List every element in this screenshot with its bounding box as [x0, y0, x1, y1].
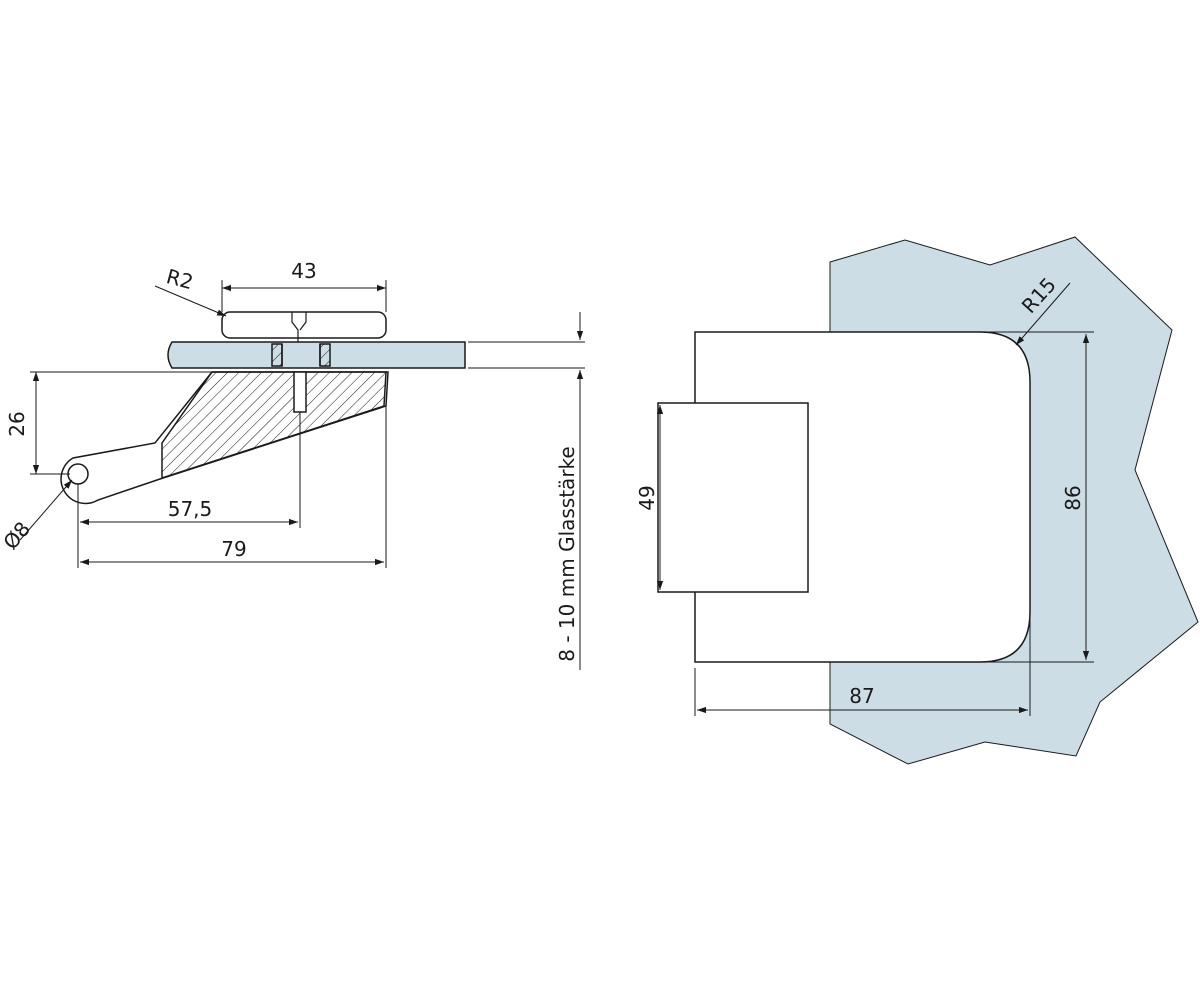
- dim-width-total: 87: [849, 684, 874, 708]
- hinge-body-section: [161, 371, 387, 480]
- glass-pane-section: [167, 341, 466, 369]
- glass-thickness-label: 8 - 10 mm Glasstärke: [555, 446, 579, 661]
- screw-head: [291, 312, 307, 342]
- dim-cutout-height: 49: [635, 485, 659, 510]
- dim-axis-to-screw: 57,5: [168, 497, 213, 521]
- gasket-right: [319, 343, 331, 367]
- side-view: [19, 280, 585, 670]
- dim-total-length: 79: [221, 537, 246, 561]
- gasket-left: [271, 343, 283, 367]
- dim-radius-small: R2: [164, 264, 196, 294]
- dim-width-top: 43: [291, 259, 316, 283]
- hinge-cutout: [657, 402, 809, 593]
- dim-bore: Ø8: [0, 517, 35, 554]
- dim-height-total: 86: [1061, 485, 1085, 510]
- dim-height: 26: [5, 411, 29, 436]
- screw-hole: [293, 371, 307, 413]
- front-view: [656, 236, 1199, 765]
